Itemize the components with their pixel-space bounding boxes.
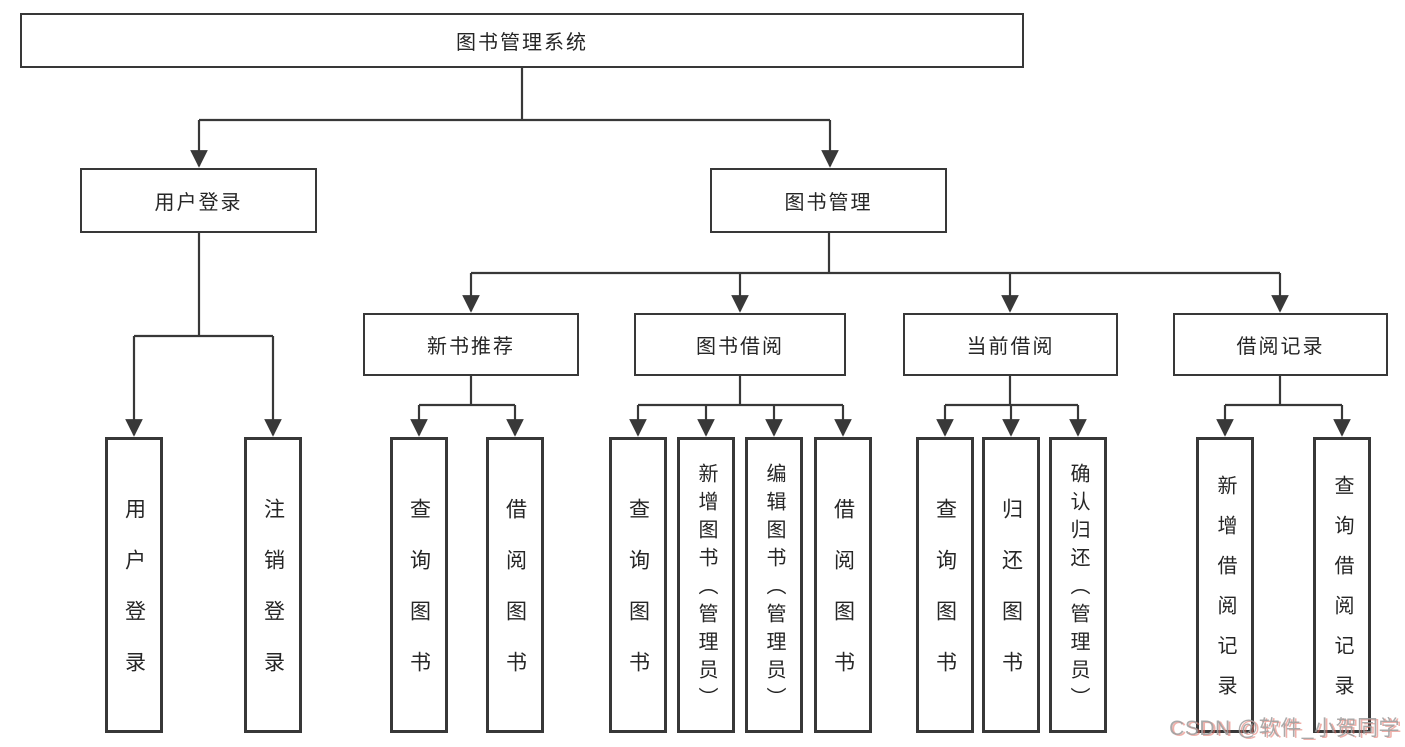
node-user-login: 用户登录 xyxy=(80,168,317,233)
root-node-library-system: 图书管理系统 xyxy=(20,13,1024,68)
leaf-user-login: 用户登录 xyxy=(105,437,163,733)
node-book-management-label: 图书管理 xyxy=(784,192,873,214)
leaf-edit-books-admin: 编辑图书（管理员） xyxy=(745,437,803,733)
node-user-login-label: 用户登录 xyxy=(154,192,243,214)
leaf-query-books-borrow: 查询图书 xyxy=(609,437,667,733)
leaf-borrow-books-recommend-label: 借阅图书 xyxy=(503,498,527,702)
leaf-query-books-current-label: 查询图书 xyxy=(933,498,957,702)
node-book-management: 图书管理 xyxy=(710,168,947,233)
leaf-confirm-return-admin-label: 确认归还（管理员） xyxy=(1067,463,1089,715)
leaf-user-login-label: 用户登录 xyxy=(122,498,146,702)
leaf-return-books-label: 归还图书 xyxy=(999,498,1023,702)
leaf-edit-books-admin-label: 编辑图书（管理员） xyxy=(763,463,785,715)
root-node-label: 图书管理系统 xyxy=(456,32,588,54)
node-current-borrowing: 当前借阅 xyxy=(903,313,1118,376)
leaf-add-borrow-record: 新增借阅记录 xyxy=(1196,437,1254,733)
leaf-query-books-recommend: 查询图书 xyxy=(390,437,448,733)
leaf-query-books-borrow-label: 查询图书 xyxy=(626,498,650,702)
node-borrowing-records: 借阅记录 xyxy=(1173,313,1388,376)
node-borrowing-records-label: 借阅记录 xyxy=(1236,336,1325,358)
node-book-borrowing: 图书借阅 xyxy=(634,313,846,376)
leaf-logout: 注销登录 xyxy=(244,437,302,733)
leaf-borrow-books-recommend: 借阅图书 xyxy=(486,437,544,733)
leaf-borrow-books: 借阅图书 xyxy=(814,437,872,733)
node-new-book-recommendation: 新书推荐 xyxy=(363,313,579,376)
node-current-borrowing-label: 当前借阅 xyxy=(966,336,1055,358)
node-book-borrowing-label: 图书借阅 xyxy=(696,336,784,358)
leaf-add-books-admin-label: 新增图书（管理员） xyxy=(695,463,717,715)
leaf-query-borrow-record-label: 查询借阅记录 xyxy=(1331,475,1353,715)
node-new-book-recommendation-label: 新书推荐 xyxy=(427,336,515,358)
leaf-query-books-current: 查询图书 xyxy=(916,437,974,733)
leaf-query-borrow-record: 查询借阅记录 xyxy=(1313,437,1371,733)
leaf-query-books-recommend-label: 查询图书 xyxy=(407,498,431,702)
leaf-confirm-return-admin: 确认归还（管理员） xyxy=(1049,437,1107,733)
leaf-add-books-admin: 新增图书（管理员） xyxy=(677,437,735,733)
leaf-logout-label: 注销登录 xyxy=(261,498,285,702)
leaf-borrow-books-label: 借阅图书 xyxy=(831,498,855,702)
leaf-add-borrow-record-label: 新增借阅记录 xyxy=(1214,475,1236,715)
csdn-watermark: CSDN @软件_小贺同学 xyxy=(1169,717,1400,740)
leaf-return-books: 归还图书 xyxy=(982,437,1040,733)
